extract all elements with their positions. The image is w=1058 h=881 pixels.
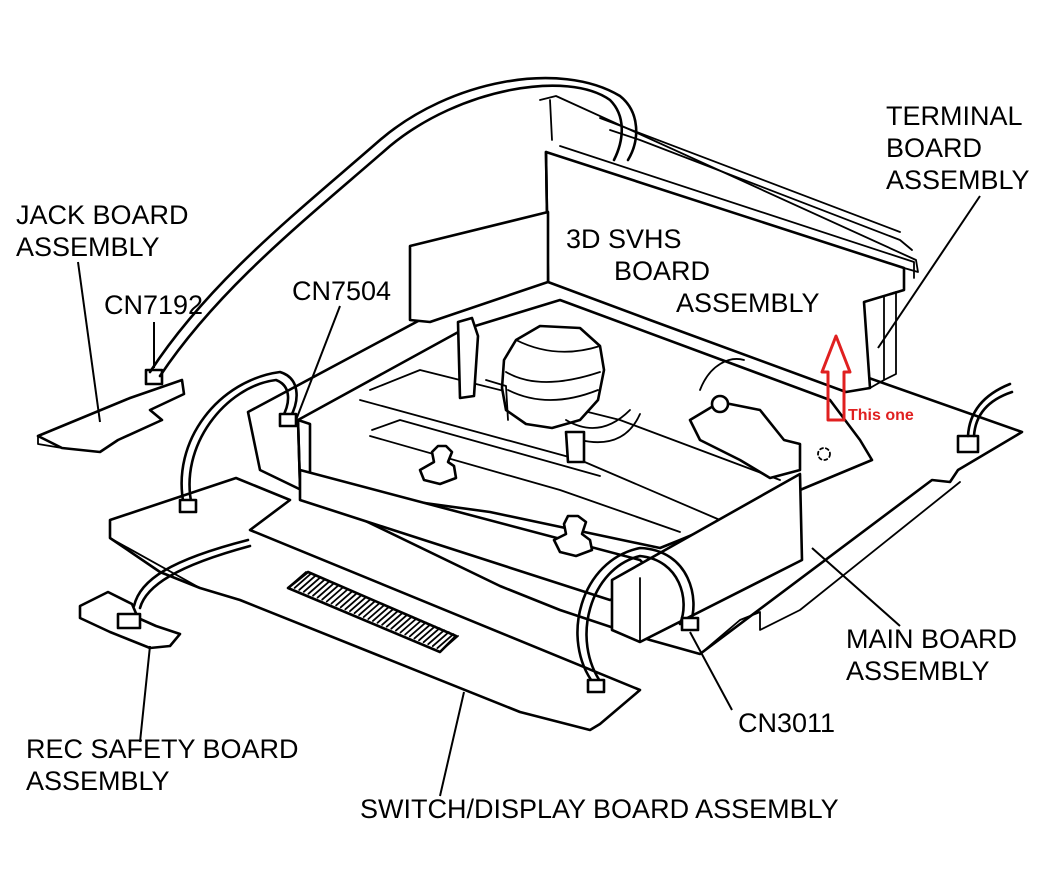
- label-cn7192: CN7192: [104, 290, 203, 320]
- leader-cn7504: [295, 305, 341, 421]
- connector-pin: [298, 575, 317, 591]
- connector-pin: [431, 631, 450, 647]
- cn7192-connector: [144, 368, 164, 386]
- label-terminal-line2: BOARD: [886, 133, 982, 163]
- connector-pin: [316, 582, 335, 599]
- connector-pin: [289, 571, 307, 587]
- head-drum: [500, 324, 641, 444]
- label-terminal-line1: TERMINAL: [886, 101, 1023, 131]
- label-main-line2: ASSEMBLY: [846, 656, 990, 686]
- label-3d-svhs-board: 3D SVHS BOARD ASSEMBLY: [566, 224, 820, 318]
- connector-pin: [441, 635, 459, 651]
- leader-jack: [77, 261, 101, 423]
- connector-pin: [330, 588, 349, 605]
- connector-pin: [404, 619, 423, 636]
- left-side-panel: [408, 210, 550, 324]
- switch-board-connector: [286, 570, 459, 654]
- label-main-board: MAIN BOARD ASSEMBLY: [846, 624, 1017, 686]
- label-svhs-line1: 3D SVHS: [566, 224, 682, 254]
- connector-pin: [427, 629, 446, 646]
- label-rec-safety-board: REC SAFETY BOARD ASSEMBLY: [26, 734, 299, 796]
- connector-pin: [367, 604, 386, 620]
- connector-pin: [344, 594, 363, 611]
- connector-pin: [422, 627, 441, 644]
- leader-lines: [77, 195, 981, 797]
- connector-pin: [358, 600, 377, 616]
- label-main-line1: MAIN BOARD: [846, 624, 1017, 654]
- connector-pin: [353, 598, 372, 615]
- connector-pin: [399, 617, 418, 634]
- connector-pin: [312, 580, 330, 597]
- leader-cn3011: [689, 631, 733, 711]
- label-terminal-line3: ASSEMBLY: [886, 165, 1030, 195]
- label-terminal-board: TERMINAL BOARD ASSEMBLY: [886, 101, 1030, 195]
- connector-pin: [339, 592, 358, 609]
- connector-pin: [325, 586, 344, 603]
- right-connector: [956, 382, 1014, 454]
- jack-board: [36, 368, 186, 454]
- label-cn3011: CN3011: [738, 708, 835, 738]
- connector-pin: [348, 596, 367, 613]
- connector-pin: [413, 623, 432, 640]
- guide-posts: [418, 316, 831, 558]
- terminal-board: [599, 117, 913, 251]
- connector-pin: [385, 611, 404, 628]
- label-switch-display-board: SWITCH/DISPLAY BOARD ASSEMBLY: [360, 794, 839, 824]
- label-jack-board: JACK BOARD ASSEMBLY: [16, 200, 189, 262]
- label-svhs-line2: BOARD: [614, 256, 710, 286]
- label-jack-line1: JACK BOARD: [16, 200, 189, 230]
- leader-main: [811, 547, 901, 627]
- label-cn7504: CN7504: [292, 276, 391, 306]
- flat-cables: [132, 76, 745, 694]
- connector-pin: [362, 602, 381, 618]
- connector-pin: [408, 621, 427, 638]
- rec-safety-board: [78, 590, 182, 650]
- connector-pin: [321, 584, 340, 601]
- connector-pin: [390, 613, 409, 630]
- label-svhs-line3: ASSEMBLY: [676, 288, 820, 318]
- connector-pin: [381, 609, 400, 626]
- leader-terminal: [877, 195, 981, 349]
- connector-pin: [335, 590, 354, 607]
- connector-pin: [394, 615, 413, 632]
- red-arrow-annotation: [820, 334, 852, 422]
- annotation-this-one: This one: [848, 407, 914, 424]
- leader-switch: [439, 691, 465, 797]
- connector-pin: [371, 606, 390, 622]
- connector-pin: [293, 573, 312, 589]
- label-rec-line1: REC SAFETY BOARD: [26, 734, 299, 764]
- leader-rec: [139, 645, 151, 743]
- connector-pin: [376, 607, 395, 624]
- label-rec-line2: ASSEMBLY: [26, 766, 170, 796]
- label-jack-line2: ASSEMBLY: [16, 232, 160, 262]
- connector-pin: [436, 633, 455, 649]
- mechanism-chassis: [296, 298, 874, 644]
- connector-pin: [302, 576, 321, 593]
- connector-pin: [307, 578, 326, 595]
- connector-pin: [418, 625, 436, 642]
